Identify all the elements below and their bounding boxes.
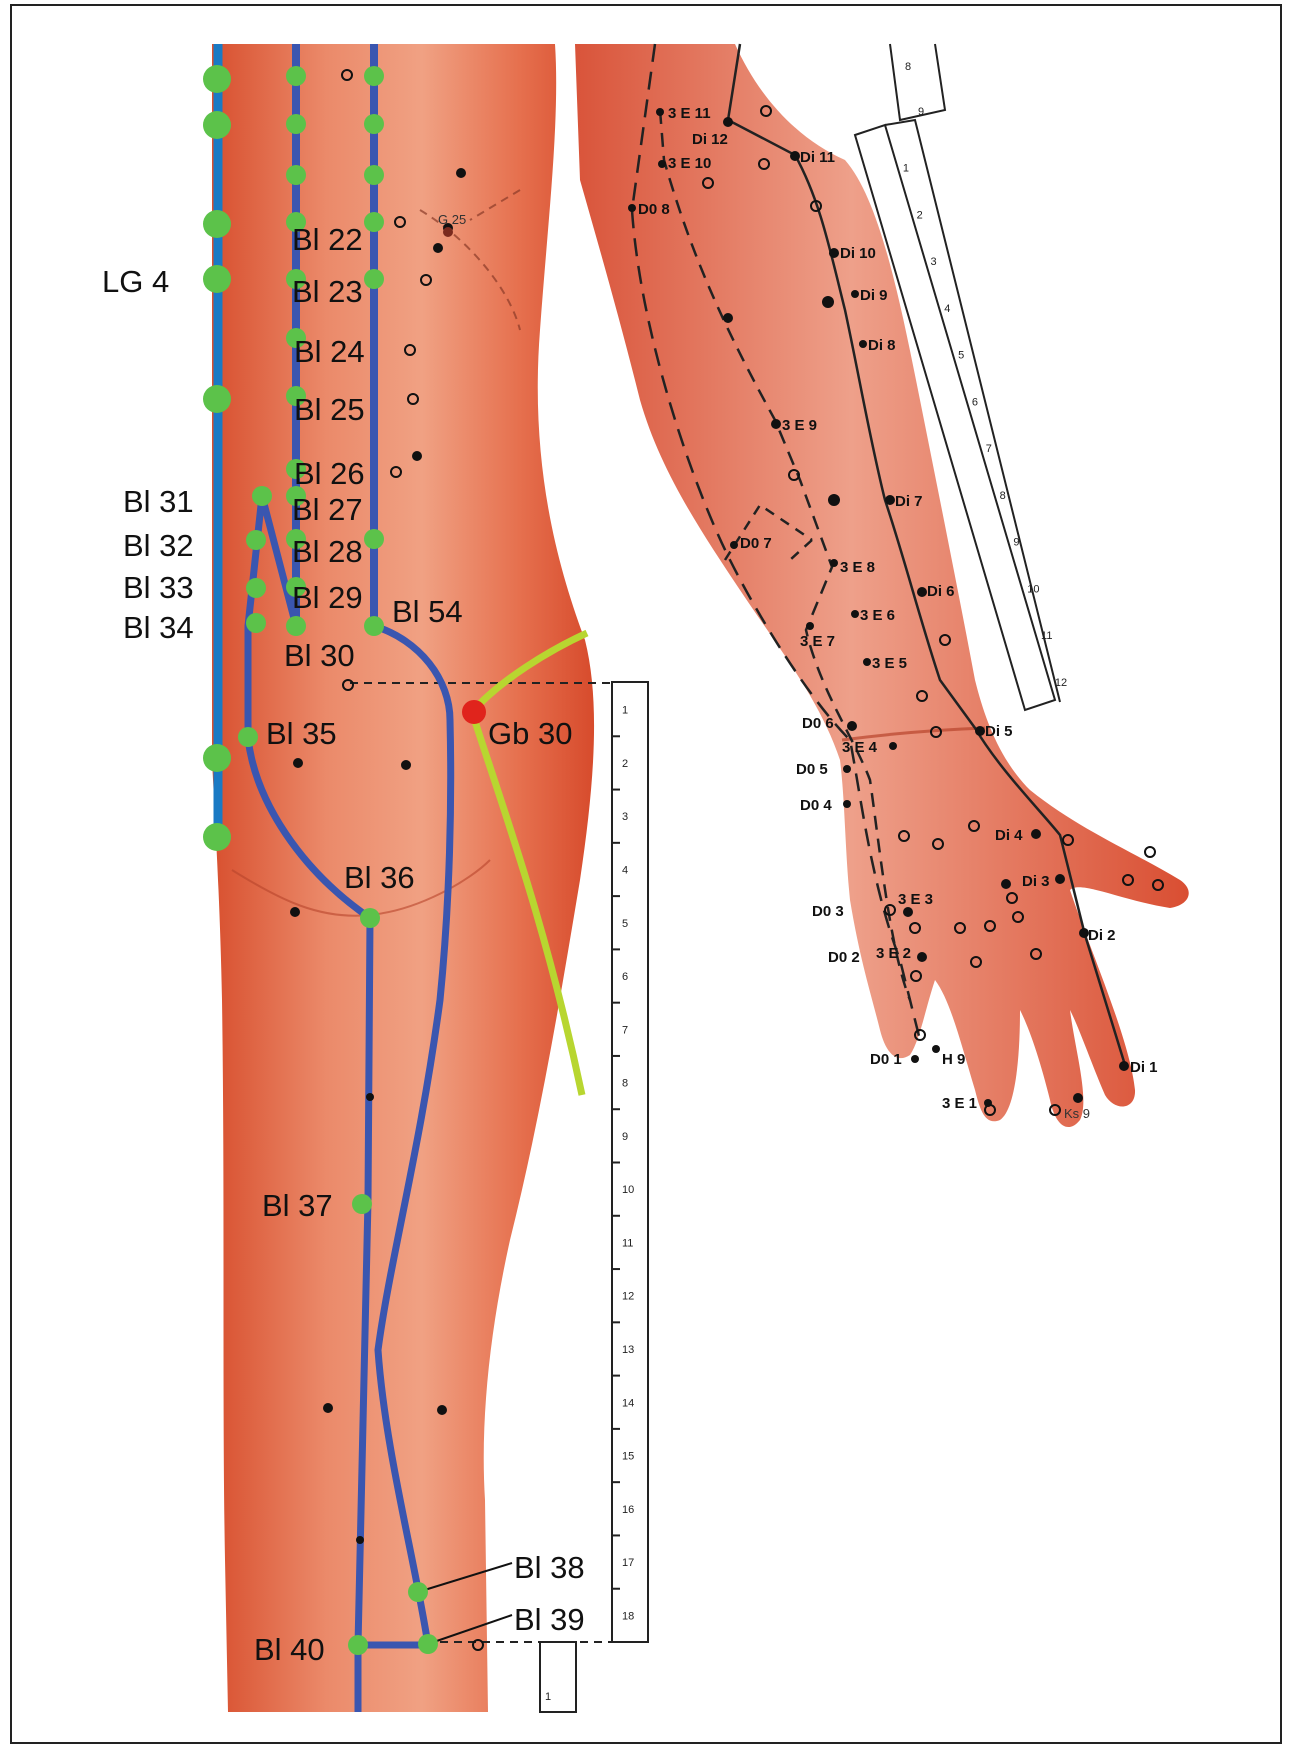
label-bl30: Bl 30	[284, 638, 355, 673]
label-bl37: Bl 37	[262, 1188, 333, 1223]
label-di6: Di 6	[927, 583, 955, 600]
label-d08: D0 8	[638, 201, 670, 218]
label-bl23: Bl 23	[292, 274, 363, 309]
label-bl29: Bl 29	[292, 580, 363, 615]
label-bl38: Bl 38	[514, 1550, 585, 1585]
label-di8: Di 8	[868, 337, 896, 354]
label-bl39: Bl 39	[514, 1602, 585, 1637]
label-3e2: 3 E 2	[876, 945, 911, 962]
label-bl22: Bl 22	[292, 222, 363, 257]
label-bl25: Bl 25	[294, 392, 365, 427]
label-di10: Di 10	[840, 245, 876, 262]
label-h9: H 9	[942, 1051, 965, 1068]
label-3e3: 3 E 3	[898, 891, 933, 908]
label-d07: D0 7	[740, 535, 772, 552]
label-3e10: 3 E 10	[668, 155, 711, 172]
label-bl35: Bl 35	[266, 716, 337, 751]
label-3e8: 3 E 8	[840, 559, 875, 576]
label-di12: Di 12	[692, 131, 728, 148]
label-di3: Di 3	[1022, 873, 1050, 890]
label-lg4: LG 4	[102, 264, 169, 299]
label-d01: D0 1	[870, 1051, 902, 1068]
label-d03: D0 3	[812, 903, 844, 920]
label-d02: D0 2	[828, 949, 860, 966]
label-bl24: Bl 24	[294, 334, 365, 369]
label-3e7: 3 E 7	[800, 633, 835, 650]
label-bl27: Bl 27	[292, 492, 363, 527]
label-3e9: 3 E 9	[782, 417, 817, 434]
label-3e5: 3 E 5	[872, 655, 907, 672]
label-di11: Di 11	[800, 149, 835, 166]
label-bl33: Bl 33	[123, 570, 194, 605]
label-di7: Di 7	[895, 493, 923, 510]
label-d06: D0 6	[802, 715, 834, 732]
label-d04: D0 4	[800, 797, 832, 814]
label-bl36: Bl 36	[344, 860, 415, 895]
label-gb30: Gb 30	[488, 716, 572, 751]
label-3e1: 3 E 1	[942, 1095, 977, 1112]
label-di4: Di 4	[995, 827, 1023, 844]
label-bl31: Bl 31	[123, 484, 194, 519]
label-bl28: Bl 28	[292, 534, 363, 569]
label-3e11: 3 E 11	[668, 105, 711, 122]
label-bl32: Bl 32	[123, 528, 194, 563]
label-d05: D0 5	[796, 761, 828, 778]
label-bl34: Bl 34	[123, 610, 194, 645]
label-ks9: Ks 9	[1064, 1106, 1090, 1121]
label-di5: Di 5	[985, 723, 1013, 740]
label-di9: Di 9	[860, 287, 888, 304]
label-bl26: Bl 26	[294, 456, 365, 491]
label-di2: Di 2	[1088, 927, 1116, 944]
label-bl54: Bl 54	[392, 594, 463, 629]
label-di1: Di 1	[1130, 1059, 1158, 1076]
label-3e6: 3 E 6	[860, 607, 895, 624]
label-3e4: 3 E 4	[842, 739, 878, 756]
label-bl40: Bl 40	[254, 1632, 325, 1667]
label-g25: G 25	[438, 212, 466, 227]
